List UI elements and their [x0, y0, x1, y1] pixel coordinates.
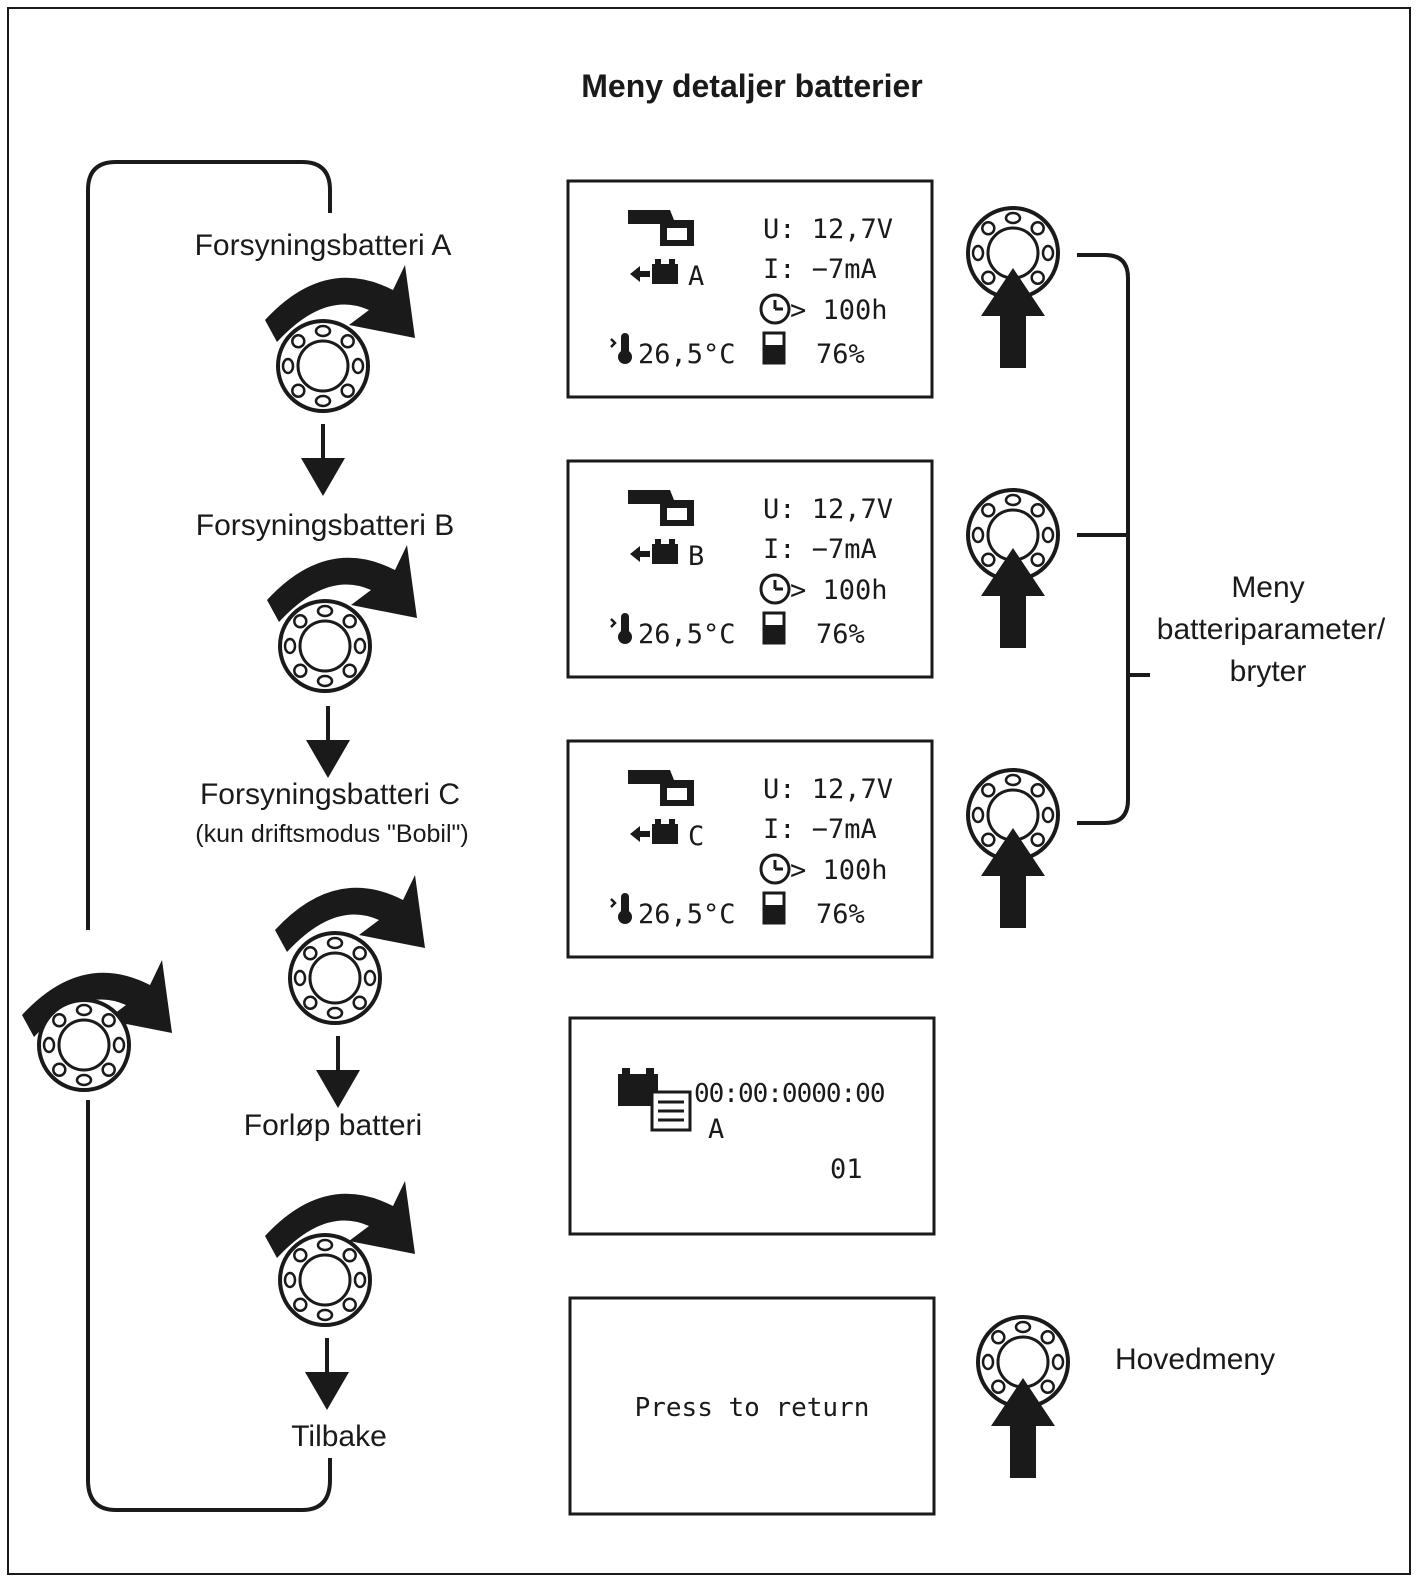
battery-log-icon — [618, 1068, 692, 1132]
temperature-value: 26,5°C — [638, 619, 736, 650]
time-value: > 100h — [790, 575, 888, 606]
battery-letter: A — [688, 261, 704, 292]
step-sublabel-c: (kun driftsmodus "Bobil") — [195, 820, 468, 848]
display-return: Press to return — [568, 1296, 936, 1516]
knob-icon — [288, 931, 382, 1025]
temperature-value: 26,5°C — [638, 339, 736, 370]
history-index: 01 — [830, 1154, 863, 1185]
step-label-a: Forsyningsbatteri A — [195, 229, 452, 262]
loop-knob-icon — [37, 998, 131, 1092]
clock-icon — [759, 293, 791, 325]
knob-icon — [278, 599, 372, 693]
step-label-back: Tilbake — [291, 1420, 387, 1453]
battery-letter: C — [688, 821, 704, 852]
display-battery-a: A U: 12,7V I: −7mA > 100h 26,5°C 76% — [566, 179, 934, 399]
clock-icon — [759, 853, 791, 885]
temperature-value: 26,5°C — [638, 899, 736, 930]
knob-icon — [278, 1233, 372, 1327]
current-value: I: −7mA — [763, 254, 877, 285]
push-knob-b — [966, 488, 1060, 648]
clock-icon — [759, 573, 791, 605]
voltage-value: U: 12,7V — [763, 494, 893, 525]
down-arrow-icon — [303, 1336, 351, 1412]
step-label-b: Forsyningsbatteri B — [196, 509, 454, 542]
bracket — [1077, 253, 1150, 825]
loop-line-bottom — [86, 1100, 332, 1512]
charge-value: 76% — [816, 619, 865, 650]
down-arrow-icon — [299, 422, 347, 498]
page-title: Meny detaljer batterier — [581, 68, 922, 104]
push-knob-c — [966, 768, 1060, 928]
charge-value: 76% — [816, 339, 865, 370]
history-battery: A — [708, 1114, 724, 1145]
charge-level-icon — [762, 611, 786, 645]
main-menu-label: Hovedmeny — [1115, 1343, 1275, 1376]
history-datetime: 00:00:0000:00 — [694, 1079, 885, 1109]
charge-value: 76% — [816, 899, 865, 930]
return-text: Press to return — [635, 1393, 870, 1423]
battery-params-label-line2: batteriparameter/ — [1157, 613, 1386, 646]
battery-letter: B — [688, 541, 704, 572]
push-knob-main-menu — [976, 1315, 1070, 1478]
step-label-c: Forsyningsbatteri C — [200, 778, 460, 811]
voltage-value: U: 12,7V — [763, 214, 893, 245]
knob-icon — [276, 319, 370, 413]
voltage-value: U: 12,7V — [763, 774, 893, 805]
battery-params-label-line3: bryter — [1230, 655, 1307, 688]
current-value: I: −7mA — [763, 814, 877, 845]
step-label-history: Forløp batteri — [244, 1109, 422, 1142]
charge-level-icon — [762, 891, 786, 925]
down-arrow-icon — [304, 704, 352, 780]
diagram-border — [7, 7, 1411, 1575]
push-knob-a — [966, 206, 1060, 368]
battery-params-label-line1: Meny — [1231, 571, 1304, 604]
charge-level-icon — [762, 331, 786, 365]
time-value: > 100h — [790, 855, 888, 886]
display-battery-c: C U: 12,7V I: −7mA > 100h 26,5°C 76% — [566, 739, 934, 959]
current-value: I: −7mA — [763, 534, 877, 565]
display-battery-history: 00:00:0000:00 A 01 — [568, 1016, 936, 1236]
time-value: > 100h — [790, 295, 888, 326]
loop-line-top — [86, 160, 332, 930]
down-arrow-icon — [314, 1034, 362, 1110]
display-battery-b: B U: 12,7V I: −7mA > 100h 26,5°C 76% — [566, 459, 934, 679]
